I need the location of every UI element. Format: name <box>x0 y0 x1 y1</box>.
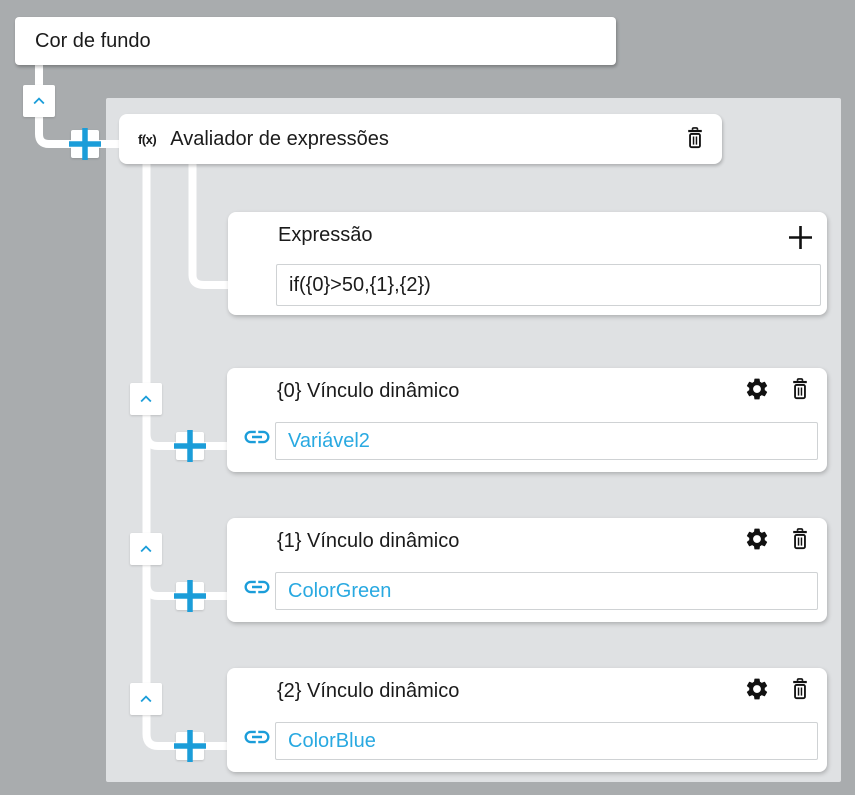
binding-settings-button[interactable] <box>743 526 771 554</box>
trash-icon <box>789 377 811 404</box>
expression-input[interactable] <box>276 264 821 306</box>
gear-icon <box>744 526 770 555</box>
collapse-root-button[interactable] <box>23 85 55 117</box>
collapse-binding-1-button[interactable] <box>130 533 162 565</box>
add-placeholder-button[interactable] <box>786 225 814 253</box>
trash-icon <box>684 126 706 153</box>
link-icon <box>242 572 272 602</box>
plus-icon <box>787 224 814 254</box>
expression-panel: Expressão <box>228 212 827 315</box>
add-binding-0-button[interactable] <box>174 430 206 462</box>
binding-title: {2} Vínculo dinâmico <box>277 680 460 702</box>
binding-title: {0} Vínculo dinâmico <box>277 380 460 402</box>
add-binding-2-button[interactable] <box>174 730 206 762</box>
gear-icon <box>744 376 770 405</box>
delete-binding-button[interactable] <box>786 676 814 704</box>
trash-icon <box>789 677 811 704</box>
binding-variable-input[interactable] <box>275 572 818 610</box>
property-name-field[interactable]: Cor de fundo <box>15 17 616 65</box>
fx-icon: f(x) <box>138 131 157 147</box>
binding-panel-0: {0} Vínculo dinâmico <box>227 368 827 472</box>
binding-panel-2: {2} Vínculo dinâmico <box>227 668 827 772</box>
binding-settings-button[interactable] <box>743 376 771 404</box>
property-name-label: Cor de fundo <box>35 29 151 52</box>
binding-title: {1} Vínculo dinâmico <box>277 530 460 552</box>
delete-evaluator-button[interactable] <box>681 125 709 153</box>
delete-binding-button[interactable] <box>786 376 814 404</box>
expression-title: Expressão <box>278 224 373 246</box>
link-icon <box>242 722 272 752</box>
collapse-binding-0-button[interactable] <box>130 383 162 415</box>
delete-binding-button[interactable] <box>786 526 814 554</box>
add-binding-1-button[interactable] <box>174 580 206 612</box>
binding-panel-1: {1} Vínculo dinâmico <box>227 518 827 622</box>
evaluator-title: Avaliador de expressões <box>170 127 389 150</box>
collapse-binding-2-button[interactable] <box>130 683 162 715</box>
binding-settings-button[interactable] <box>743 676 771 704</box>
gear-icon <box>744 676 770 705</box>
link-icon <box>242 422 272 452</box>
binding-variable-input[interactable] <box>275 422 818 460</box>
binding-variable-input[interactable] <box>275 722 818 760</box>
evaluator-header[interactable]: f(x) Avaliador de expressões <box>119 114 722 164</box>
add-root-button[interactable] <box>69 128 101 160</box>
trash-icon <box>789 527 811 554</box>
